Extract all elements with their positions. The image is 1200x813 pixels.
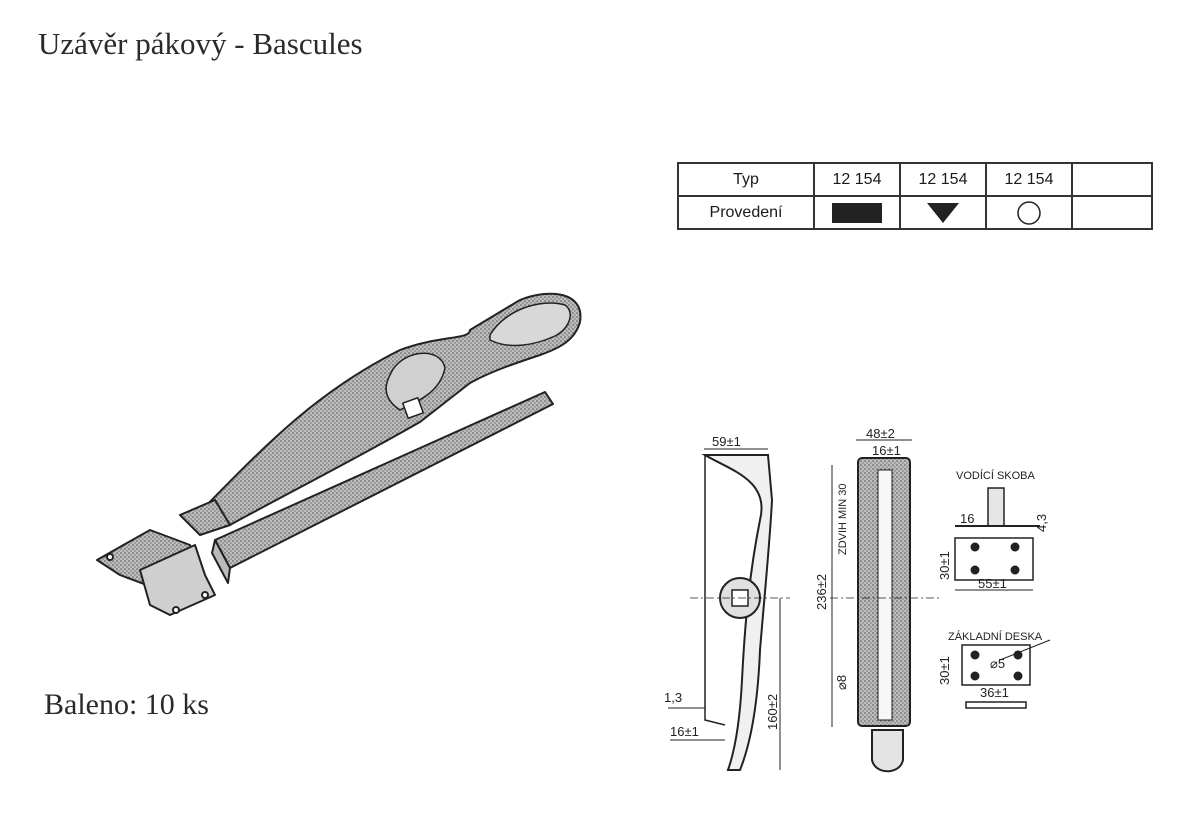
finish-cell-1 — [813, 195, 901, 230]
base-plate-label: ZÁKLADNÍ DESKA — [948, 630, 1043, 643]
front-width-label: 48±2 — [866, 426, 895, 441]
type-cell-empty — [1071, 162, 1153, 197]
side-width-label: 59±1 — [712, 434, 741, 449]
side-bottom-label: 16±1 — [670, 724, 699, 739]
packaging-note: Baleno: 10 ks — [44, 688, 209, 721]
base-plate-width: 36±1 — [980, 685, 1009, 700]
guide-bracket-width: 55±1 — [978, 576, 1007, 591]
type-label: Typ — [677, 162, 815, 197]
finish-cell-empty — [1071, 195, 1153, 230]
base-plate-detail — [961, 639, 1051, 709]
guide-bracket-hole: 4,3 — [1034, 514, 1049, 532]
type-cell-1: 12 154 — [813, 162, 901, 197]
black-rectangle-icon — [832, 202, 882, 223]
type-cell-2: 12 154 — [899, 162, 987, 197]
base-plate-height: 30±1 — [937, 656, 952, 685]
finish-row: Provedení — [677, 195, 1153, 230]
front-inner-label: 16±1 — [872, 443, 901, 458]
front-hole-label: ⌀8 — [834, 675, 849, 690]
side-thickness-label: 1,3 — [664, 690, 682, 705]
page-title: Uzávěr pákový - Bascules — [38, 26, 363, 61]
guide-bracket-detail — [954, 487, 1040, 591]
guide-bracket-height: 30±1 — [937, 551, 952, 580]
lever-body — [199, 292, 582, 526]
side-view — [668, 448, 790, 771]
black-triangle-icon — [927, 202, 959, 223]
type-finish-table: Typ 12 154 12 154 12 154 Provedení — [677, 162, 1153, 230]
front-stroke-label: ZDVIH MIN 30 — [837, 483, 849, 555]
front-height-label: 236±2 — [814, 574, 829, 610]
type-cell-3: 12 154 — [985, 162, 1073, 197]
finish-label: Provedení — [677, 195, 815, 230]
bolt-illustration — [96, 292, 582, 616]
finish-cell-3 — [985, 195, 1073, 230]
base-plate-hole: ⌀5 — [990, 656, 1005, 671]
guide-bracket-top-width: 16 — [960, 511, 974, 526]
guide-bracket-label: VODÍCÍ SKOBA — [956, 469, 1036, 482]
type-row: Typ 12 154 12 154 12 154 — [677, 162, 1153, 197]
finish-cell-2 — [899, 195, 987, 230]
side-height-label: 160±2 — [765, 694, 780, 730]
front-view — [830, 439, 940, 773]
white-circle-icon — [1017, 200, 1041, 225]
